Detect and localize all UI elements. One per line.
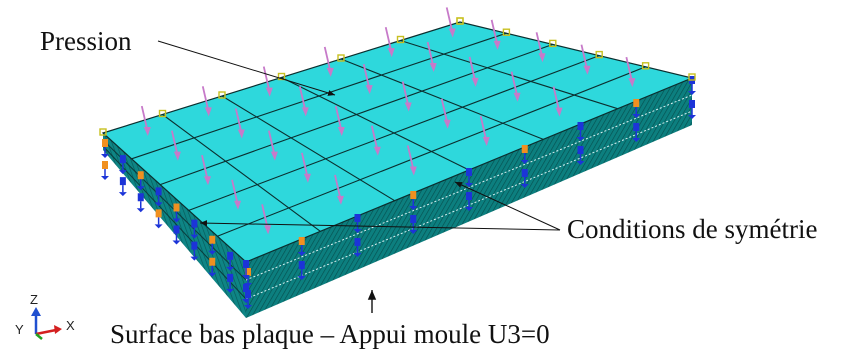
pressure-arrow-icon bbox=[406, 145, 417, 176]
pressure-arrow-icon bbox=[261, 204, 272, 235]
symmetry-bc-icon bbox=[190, 241, 199, 261]
symmetry-bc-icon bbox=[632, 123, 641, 142]
symmetry-bc-icon bbox=[297, 261, 306, 280]
symmetry-bc-icon bbox=[118, 177, 127, 197]
symmetry-bc-icon bbox=[520, 169, 529, 188]
pressure-arrow-icon bbox=[510, 71, 521, 102]
symmetry-bc-icon bbox=[242, 284, 250, 303]
symmetry-bc-icon bbox=[154, 209, 163, 229]
layer-line bbox=[245, 94, 693, 281]
edge-node bbox=[688, 73, 696, 81]
triad-x-label: X bbox=[66, 318, 75, 333]
pressure-arrow-icon bbox=[552, 86, 563, 117]
symmetry-bc-icon bbox=[172, 203, 181, 223]
pressure-arrow-icon bbox=[384, 26, 395, 58]
layer-line bbox=[245, 110, 693, 300]
symmetry-bc-icon bbox=[409, 191, 418, 210]
mesh-line bbox=[281, 77, 470, 171]
pressure-arrow-icon bbox=[479, 115, 490, 147]
pressure-arrow-icon bbox=[625, 56, 636, 88]
symmetry-bc-icon bbox=[576, 146, 585, 165]
edge-node bbox=[218, 91, 226, 99]
pressure-arrow-icon bbox=[262, 66, 273, 97]
symmetry-bc-icon bbox=[190, 219, 199, 239]
mesh-line bbox=[400, 39, 618, 110]
edge-node bbox=[595, 50, 603, 59]
edge-nodes bbox=[99, 17, 696, 136]
symmetry-bc-icon bbox=[226, 273, 235, 293]
mesh-line bbox=[162, 114, 321, 232]
edge-node bbox=[337, 54, 345, 62]
pressure-arrow-icon bbox=[426, 41, 437, 73]
pressure-label: Pression bbox=[40, 26, 132, 56]
symmetry-bc-icon bbox=[409, 215, 418, 234]
edge-node bbox=[456, 17, 464, 25]
pressure-arrow-icon bbox=[401, 81, 412, 112]
symmetry-bc-icon bbox=[297, 237, 306, 256]
pressure-arrow-icon bbox=[362, 63, 373, 95]
symmetry-bc-icon bbox=[520, 145, 529, 164]
pressure-arrows bbox=[140, 7, 636, 235]
symmetry-bc-icon bbox=[172, 225, 181, 245]
pressure-arrow-icon bbox=[267, 130, 278, 161]
pressure-arrow-icon bbox=[445, 7, 456, 38]
pressure-arrow-icon bbox=[298, 86, 309, 117]
symmetry-bc-icon bbox=[208, 235, 217, 255]
triad-y-label: Y bbox=[15, 322, 24, 337]
symmetry-bc-icon bbox=[136, 171, 145, 191]
symmetry-label: Conditions de symétrie bbox=[567, 214, 817, 244]
symmetry-bc-icon bbox=[632, 99, 641, 118]
pressure-arrow-icon bbox=[440, 98, 451, 129]
pressure-arrow-icon bbox=[323, 46, 334, 77]
layer-line bbox=[102, 145, 247, 300]
mesh-line bbox=[221, 95, 395, 202]
edge-node bbox=[641, 62, 650, 70]
pressure-arrow-icon bbox=[334, 105, 345, 137]
pressure-arrow-icon bbox=[231, 179, 242, 210]
symmetry-bc-icon bbox=[136, 193, 145, 213]
symmetry-bc-icon bbox=[576, 122, 585, 141]
edge-node bbox=[277, 72, 286, 81]
pressure-arrow-icon bbox=[234, 108, 245, 139]
pressure-arrow-icon bbox=[170, 130, 181, 161]
symmetry-leader-1 bbox=[454, 181, 561, 231]
symmetry-bc-icon bbox=[101, 161, 109, 180]
edge-node bbox=[396, 35, 405, 44]
symmetry-bc-icon bbox=[242, 260, 250, 279]
edge-node bbox=[502, 28, 511, 36]
symmetry-bc-icon bbox=[688, 100, 696, 119]
symmetry-bc-icon bbox=[465, 192, 473, 211]
pressure-arrow-icon bbox=[490, 19, 501, 50]
bottom-support-label: Surface bas plaque – Appui moule U3=0 bbox=[110, 319, 550, 349]
pressure-arrow-icon bbox=[535, 32, 546, 63]
pressure-leader bbox=[157, 40, 336, 96]
symmetry-bc-icon bbox=[353, 238, 362, 257]
symmetry-bc-icon bbox=[101, 139, 109, 158]
pressure-arrow-icon bbox=[580, 44, 591, 75]
pressure-arrow-icon bbox=[334, 174, 344, 205]
edge-node bbox=[549, 39, 557, 48]
symmetry-bc-icon bbox=[118, 155, 127, 175]
symmetry-bc-icon bbox=[465, 168, 473, 187]
symmetry-leader-2 bbox=[199, 220, 561, 231]
pressure-arrow-icon bbox=[468, 56, 479, 87]
symmetry-bc-icon bbox=[154, 187, 163, 207]
symmetry-bc-icon bbox=[226, 251, 235, 271]
coordinate-triad-icon: Z Y X bbox=[15, 292, 75, 340]
triad-z-label: Z bbox=[30, 292, 38, 307]
symmetry-bc-icon bbox=[208, 257, 217, 277]
symmetry-bc-symbols bbox=[101, 76, 696, 309]
pressure-arrow-icon bbox=[201, 86, 212, 117]
pressure-arrow-icon bbox=[140, 105, 151, 137]
symmetry-bc-icon bbox=[353, 214, 362, 233]
pressure-arrow-icon bbox=[201, 155, 211, 186]
pressure-arrow-icon bbox=[370, 125, 381, 156]
pressure-arrow-icon bbox=[301, 152, 311, 183]
mesh-grid bbox=[131, 32, 646, 237]
edge-node bbox=[158, 109, 167, 118]
edge-node bbox=[99, 128, 107, 136]
